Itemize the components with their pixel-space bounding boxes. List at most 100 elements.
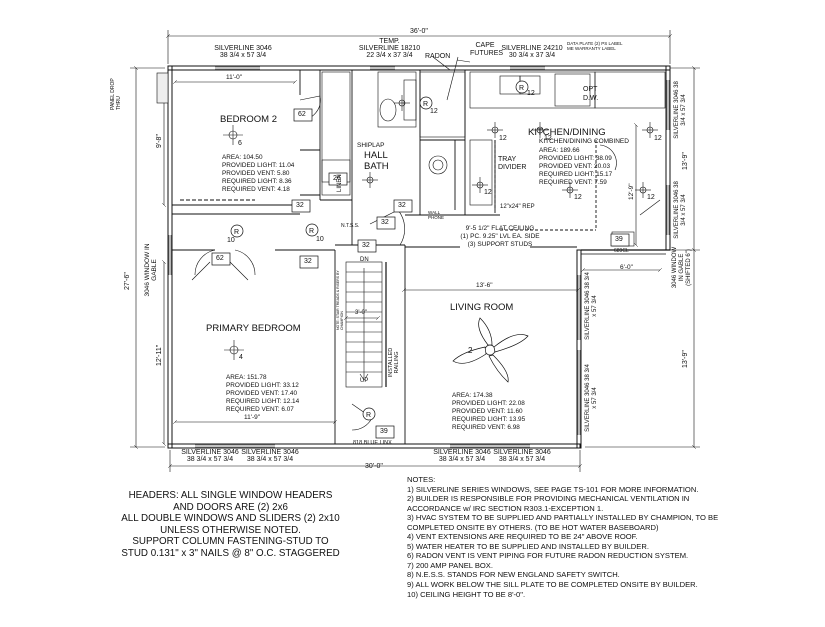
tag-62-b: 62 [216,255,224,262]
stair-down-label: DN [360,257,369,263]
window-label-living-right-b: SILVERLINE 3046 38 3/4 x 57 3/4 [585,364,598,432]
smoke-tag-10-a: 10 [227,237,235,244]
window-label-bottom-right-b: SILVERLINE 3046 38 3/4 x 57 3/4 [493,449,551,463]
bump-size-label: 689CL [614,248,629,254]
window-label-top-left: SILVERLINE 3046 38 3/4 x 57 3/4 [214,45,272,59]
kitchen-sub-label: KITCHEN/DINING COMBINED [539,138,629,145]
left-gable-dimension: 27'-6" [124,272,131,290]
bed2-height-dimension: 9'-8" [156,134,163,148]
bottom-overall-dimension: 30'-0" [365,463,383,470]
stair-up-label: UP [360,378,369,384]
tray-divider-label: TRAY DIVIDER [498,156,527,171]
smoke-tag-10-b: 10 [316,236,324,243]
primary-height-dimension: 12'-11" [156,344,163,366]
light-tag-12-h: 12 [430,108,438,115]
wall-phone-label: WALL PHONE [428,210,445,220]
svg-text:R: R [519,85,524,92]
interior-walls [172,70,597,444]
right-upper-dimension: 13'-9" [682,152,689,170]
light-tag-4: 4 [239,354,243,361]
light-tag-6: 6 [238,140,242,147]
radon-label: RADON [425,53,451,60]
note-line: 5) WATER HEATER TO BE SUPPLIED AND INSTA… [407,541,649,551]
window-label-bottom-left-a: SILVERLINE 3046 38 3/4 x 57 3/4 [181,449,239,463]
panel-drop-label: PANEL DROP THRU [110,78,122,110]
bed2-width-dimension: 11'-0" [226,74,243,81]
primary-width-dimension: 11'-9" [244,414,261,421]
tag-39-a: 39 [615,236,623,243]
exterior-walls [167,65,671,449]
fan-tag-2: 2 [468,346,473,355]
data-plate-label: DATA PLATE (2) PS LABEL ME WARRANTY LABE… [567,41,623,51]
note-line: 7) 200 AMP PANEL BOX. [407,560,493,570]
kitchen-height-dimension: 12'-9" [628,183,635,200]
general-notes: NOTES: 1) SILVERLINE SERIES WINDOWS, SEE… [407,475,819,599]
note-line: 4) VENT EXTENSIONS ARE REQUIRED TO BE 24… [407,532,638,542]
note-line: 10) CEILING HEIGHT TO BE 8'-0". [407,589,526,599]
note-line: 3) HVAC SYSTEM TO BE SUPPLIED AND PARTIA… [407,513,719,523]
notes-title: NOTES: [407,475,436,484]
dishwasher-label: D.W. [583,95,599,102]
svg-text:R: R [309,228,314,235]
tag-32-e: 32 [381,219,389,226]
blue-linx-label: 818 BLUE LINX [353,440,392,446]
window-label-living-right-a: SILVERLINE 3046 38 3/4 x 57 3/4 [585,272,598,340]
window-label-top-right: SILVERLINE 24210 30 3/4 x 37 3/4 [501,45,563,59]
top-overall-dimension: 36'-0" [410,28,428,35]
light-tag-12-c: 12 [574,194,582,201]
room-name-primary: PRIMARY BEDROOM [206,323,301,334]
ceiling-fan [452,317,529,383]
installed-railing-label: INSTALLED RAILING [388,347,400,378]
room-name-living: LIVING ROOM [450,302,514,313]
smoke-detectors [230,80,529,421]
bump-width-dimension: 6'-0" [620,264,633,271]
kitchen-stats: AREA: 189.66 PROVIDED LIGHT: 38.09 PROVI… [539,147,613,187]
ntss-label: N.T.S.S. [341,223,360,229]
note-line: 1) SILVERLINE SERIES WINDOWS, SEE PAGE T… [407,484,699,494]
light-tag-12-f: 12 [484,189,492,196]
window-label-top-temp: TEMP. SILVERLINE 18210 22 3/4 x 37 3/4 [358,38,421,59]
note-line: COMPLETED ONSITE BY OTHERS. (TO BE HOT W… [407,522,659,532]
svg-text:R: R [234,229,239,236]
cape-futures-label: CAPE FUTURES [470,42,504,57]
cape-futures-marker [156,56,471,104]
window-label-right-upper-a: SILVERLINE 3046 38 3/4 x 57 3/4 [674,81,687,139]
svg-text:R: R [423,101,428,108]
room-name-kitchen: KITCHEN/DINING [528,127,606,138]
tag-32-b: 32 [398,202,406,209]
dimension-lines [130,30,700,472]
light-tag-12-g: 12 [654,135,662,142]
stairs [345,261,387,388]
light-tag-12-a: 12 [527,90,535,97]
tag-32-d: 32 [362,242,370,249]
light-tag-12-b: 12 [544,135,552,142]
living-stats: AREA: 174.38 PROVIDED LIGHT: 22.08 PROVI… [452,392,526,432]
shiplap-label: SHIPLAP [357,142,385,149]
rep-label: 12"x24" REP [500,204,535,210]
ceiling-note: 9'-5 1/2" FLAT CEILING (1) PC. 9.25" LVL… [460,225,540,248]
tag-62-a: 62 [298,111,306,118]
window-label-bottom-left-b: SILVERLINE 3046 38 3/4 x 57 3/4 [241,449,299,463]
hall-bath-label: HALL BATH [364,150,389,172]
note-line: ACCORDANCE w/ IRC SECTION R303.1-EXCEPTI… [407,503,604,513]
room-name-bedroom2: BEDROOM 2 [220,114,278,125]
headers-note: HEADERS: ALL SINGLE WINDOW HEADERS AND D… [121,490,340,559]
stair-width-dimension: 3'-0" [355,310,367,316]
light-fixtures [223,95,658,360]
stair-note-label: NOTE: STAIR TREADS & RISERS BY CHAMPION [336,270,344,330]
note-line: 6) RADON VENT IS VENT PIPING FOR FUTURE … [407,551,689,561]
light-tag-12-e: 12 [499,135,507,142]
window-marks [168,66,670,448]
living-width-dimension: 13'-6" [476,282,493,289]
left-gable-window-label: 3046 WINDOW IN GABLE [144,243,158,297]
window-label-right-upper-b: SILVERLINE 3046 38 3/4 x 57 3/4 [674,181,687,239]
tag-26: 26 [333,175,341,182]
tag-32-c: 32 [304,258,312,265]
note-line: 8) N.E.S.S. STANDS FOR NEW ENGLAND SAFET… [407,570,620,580]
light-tag-12-d: 12 [647,194,655,201]
note-line: 9) ALL WORK BELOW THE SILL PLATE TO BE C… [407,580,698,590]
window-label-bottom-right-a: SILVERLINE 3046 38 3/4 x 57 3/4 [433,449,491,463]
right-gable-window-label: 3046 WINDOW IN GABLE (SHIFTED 6") [672,246,692,289]
primary-stats: AREA: 151.78 PROVIDED LIGHT: 33.12 PROVI… [226,374,300,414]
